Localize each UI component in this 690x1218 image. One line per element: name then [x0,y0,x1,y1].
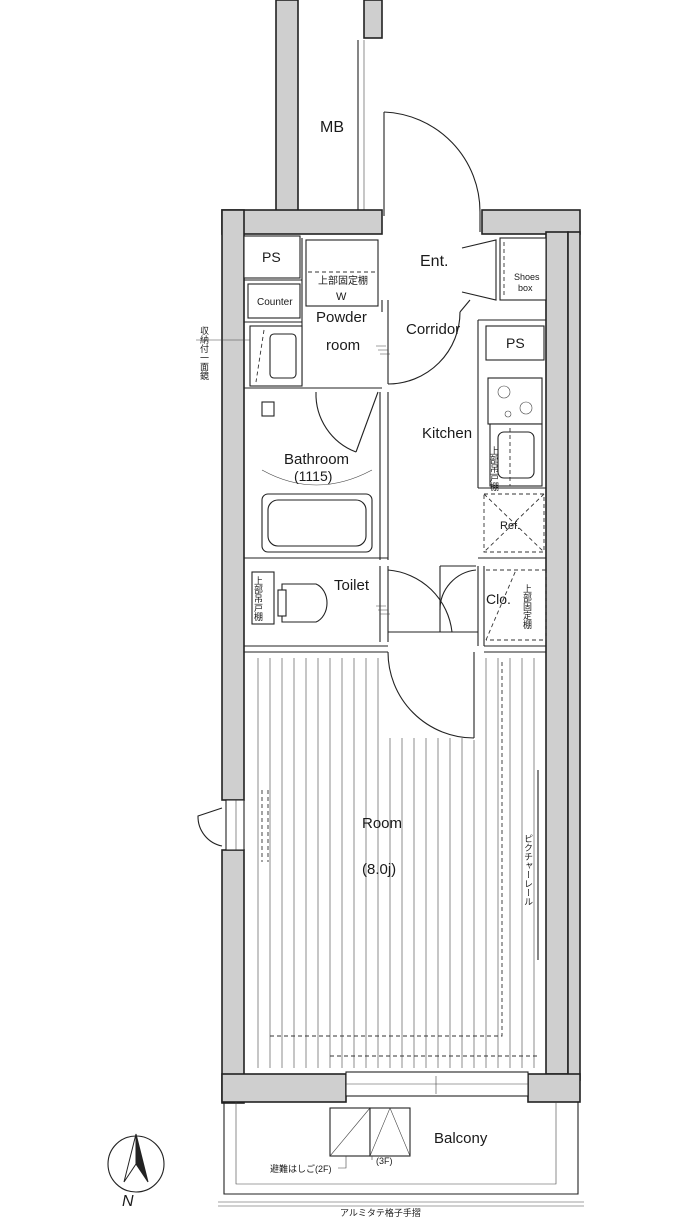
north-arrow-icon [107,1133,165,1193]
label-powder-room-2: room [326,337,360,354]
label-room: Room [362,815,402,832]
label-shoes-box-1: Shoes [514,272,540,282]
label-powder-room-1: Powder [316,309,367,326]
label-escape-ladder-3f: (3F) [376,1156,393,1166]
label-ent: Ent. [420,253,448,270]
label-clo: Clo. [486,591,511,607]
label-kitchen: Kitchen [422,425,472,442]
label-picture-rail: ピクチャーレール [523,834,533,906]
label-bathroom-size: (1115) [294,468,332,484]
room-labels: MB PS Ent. Shoes box Counter 上部固定棚 W Pow… [122,119,540,1218]
doors [197,111,497,851]
label-escape-ladder-2f: 避難はしご(2F) [270,1163,332,1174]
room-flooring [257,658,540,1068]
exterior-walls [221,0,581,1104]
interior-partitions [244,238,546,653]
label-kitchen-cabinet: 上部吊戸棚 [489,446,499,492]
label-shoes-box-2: box [518,283,533,293]
label-clo-shelf: 上部固定棚 [522,584,532,630]
label-ref: Ref. [500,520,520,532]
label-storage-w-2: W [336,291,347,303]
label-bathroom: Bathroom [284,451,349,468]
label-balcony: Balcony [434,1130,488,1147]
label-mb: MB [320,119,344,136]
label-counter: Counter [257,297,293,308]
label-north: N [122,1193,134,1210]
label-corridor: Corridor [406,321,460,338]
fixtures [196,235,584,1207]
label-storage-w-1: 上部固定棚 [318,274,368,287]
label-handrail: アルミタテ格子手摺 [340,1207,421,1218]
label-toilet-cabinet: 上部吊戸棚 [253,576,263,622]
label-ps-top: PS [262,249,281,265]
label-mirror-storage: 収納付一面鏡 [199,325,209,381]
label-ps-kitchen: PS [506,335,525,351]
label-room-size: (8.0j) [362,861,396,878]
label-toilet: Toilet [334,577,370,594]
